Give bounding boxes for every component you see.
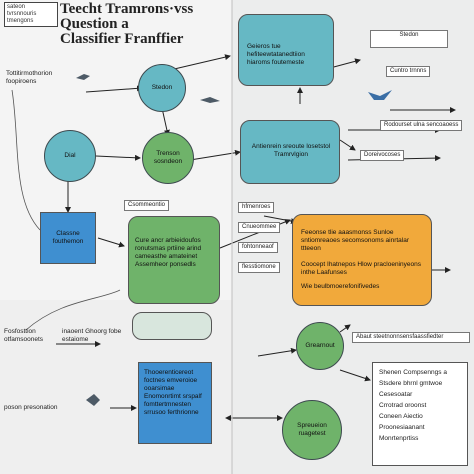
title-line-1: Teecht Tramrons·vss [60, 1, 194, 17]
node-tremors-label: Trenson sosndeon [153, 150, 183, 165]
orange-info-box[interactable]: Feeonse tlie aaasmonss Sunloe sntiomreao… [292, 214, 432, 306]
node-dial[interactable]: Dial [44, 130, 96, 182]
node-green-right[interactable]: Grearnout [296, 322, 344, 370]
diagram-title: Teecht Tramrons·vss Question a Classifie… [60, 2, 230, 47]
right-label-custom-a: Cuntro trnnns [386, 66, 431, 77]
mini-tag-1: Csommeontio [124, 200, 170, 211]
left-label-mid-a: Fosfosttion otfamsoonets [4, 328, 44, 343]
orange-info-box-text-c: Wie beulbmoerefonifivedes [301, 283, 380, 290]
node-classifier[interactable]: Classne fouthemon [40, 212, 96, 264]
blue-output-box[interactable]: Thooerenticereot foctnes emveroioe ooars… [138, 362, 212, 444]
node-green-bottom-label: Spreueion ruagetest [297, 422, 327, 437]
node-green-bottom[interactable]: Spreueion ruagetest [282, 400, 342, 460]
pill-node[interactable] [132, 312, 212, 340]
green-process-box-text: Cure ancr arbieidoufos ronutsmas prtiine… [135, 237, 202, 268]
corner-note: sateon tvrsnnouris tmengons [4, 2, 58, 27]
green-process-box[interactable]: Cure ancr arbieidoufos ronutsmas prtiine… [128, 216, 220, 304]
right-label-custom-c: Doreivocoses [360, 150, 405, 161]
left-label-bottom: poson presonation [4, 404, 58, 411]
orange-info-box-text-b: Coocept Ihatnepos Hlow pracloeninyeons i… [301, 261, 421, 276]
right-list-item: Crrotrad oroonst [379, 402, 427, 409]
mini-tag-3: Cnueommee [238, 222, 281, 233]
right-list-item: Shenen Compsenngs a [379, 369, 447, 376]
right-label-custom-b: Rodourset ulna sencoaoess [380, 120, 463, 131]
left-label-mid-b: inaoent Ghoorg fobe estaiome [62, 328, 122, 343]
right-list-item: Stsdere bhrnl gmtwoe [379, 380, 443, 387]
teal-top-box-text: Geieros tue hefiteewtatanedtiion hiaroms… [247, 43, 305, 66]
right-list-item: Monrtenprtiss [379, 435, 419, 442]
right-list-item: Cesesoatar [379, 391, 413, 398]
right-list-item: Proonesiaanant [379, 424, 425, 431]
node-station-label: Stedon [151, 84, 173, 91]
title-line-3: Classifier Franffier [60, 31, 184, 47]
mini-tag-4: fohtonneaof [238, 242, 278, 253]
node-green-right-label: Grearnout [305, 342, 335, 349]
node-station[interactable]: Stedon [138, 64, 186, 112]
mini-tag-2: hfmenroes [238, 202, 275, 213]
teal-top-box[interactable]: Geieros tue hefiteewtatanedtiion hiaroms… [238, 14, 334, 86]
teal-mid-box-text: Antienrein sreoute losetstol Tramrvlgion [251, 143, 331, 158]
bottom-note: Abaut steetnonnsensfaassfiedter [352, 332, 470, 343]
teal-mid-box[interactable]: Antienrein sreoute losetstol Tramrvlgion [240, 120, 340, 184]
right-label-custom-a-dup-text: Stedon [399, 32, 419, 38]
left-label-top: Tottitirmothorion foopiroens [6, 70, 53, 85]
node-classifier-label: Classne fouthemon [52, 230, 84, 245]
right-list-box: Shenen Compsenngs a Stsdere bhrnl gmtwoe… [372, 362, 468, 466]
title-line-2: Question a [60, 16, 129, 32]
mini-tag-5: flesstiomone [238, 262, 280, 273]
right-list-item: Coneen Aiectio [379, 413, 423, 420]
node-tremors[interactable]: Trenson sosndeon [142, 132, 194, 184]
node-dial-label: Dial [64, 152, 76, 159]
orange-info-box-text-a: Feeonse tlie aaasmonss Sunloe sntiomreao… [301, 229, 410, 252]
right-label-custom-a-dup: Stedon [370, 30, 448, 48]
blue-output-box-text: Thooerenticereot foctnes emveroioe ooars… [144, 369, 202, 416]
